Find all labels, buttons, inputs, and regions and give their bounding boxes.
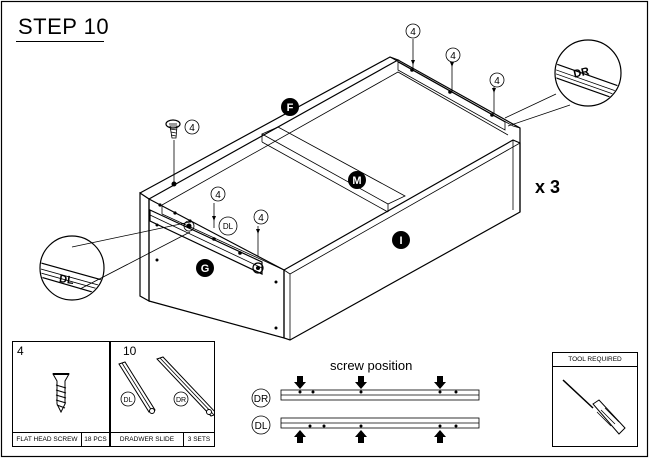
svg-text:DR: DR xyxy=(254,394,268,405)
parts-count: 3 SETS xyxy=(187,436,211,443)
flat-head-screw-icon xyxy=(165,119,181,187)
callout-text: 4 xyxy=(215,190,221,201)
quantity-callout-4: 4 xyxy=(489,72,505,88)
quantity-callout-4: 4 xyxy=(253,209,269,225)
dl-rail: DL xyxy=(251,415,480,443)
quantity-callout-4: 4 xyxy=(405,23,421,39)
step-title-underline xyxy=(16,41,104,42)
svg-text:G: G xyxy=(201,263,210,275)
slide-dl xyxy=(149,209,264,275)
screwdriver-icon xyxy=(562,379,626,435)
tool-title: TOOL REQUIRED xyxy=(553,353,637,367)
drawer-box xyxy=(139,56,521,341)
screw-position-diagram: DR DL xyxy=(251,376,480,443)
multiplier-label: x 3 xyxy=(535,177,561,197)
svg-text:DL: DL xyxy=(255,421,268,432)
callout-text: 4 xyxy=(450,51,456,62)
svg-text:M: M xyxy=(352,175,361,187)
callout-text: 4 xyxy=(410,27,416,38)
callout-text: 4 xyxy=(258,213,264,224)
part-marker-m: M xyxy=(348,171,366,189)
magnifier-dr: DR xyxy=(504,39,622,127)
svg-text:DL: DL xyxy=(223,222,234,231)
quantity-callout-4: 4 xyxy=(184,119,200,135)
screw-marker-icon xyxy=(212,39,496,256)
parts-caption: DRADWER SLIDE 3 SETS xyxy=(111,432,214,446)
slide-tag-dr: DR xyxy=(176,397,186,404)
step-title: STEP 10 xyxy=(18,14,110,39)
part-marker-g: G xyxy=(196,259,214,277)
parts-qty: 10 xyxy=(123,344,137,358)
svg-text:I: I xyxy=(399,235,402,247)
parts-caption: FLAT HEAD SCREW 18 PCS xyxy=(13,432,109,446)
part-marker-f: F xyxy=(281,98,299,116)
parts-box-screw: 4 FLAT HEAD SCREW 18 PCS xyxy=(12,341,110,447)
parts-box-slide: 10 DL DR DRADWER SLIDE 3 SETS xyxy=(110,341,215,447)
quantity-callout-4: 4 xyxy=(210,186,226,202)
screw-callouts: 4 4 4 4 4 4 xyxy=(165,23,505,256)
slide-dr xyxy=(397,61,506,131)
svg-text:DL: DL xyxy=(58,273,74,287)
parts-name: DRADWER SLIDE xyxy=(111,433,184,446)
magnifier-dl: DL xyxy=(39,221,191,301)
parts-qty: 4 xyxy=(17,344,24,358)
flat-head-screw-icon xyxy=(52,373,70,414)
parts-count: 18 PCS xyxy=(84,436,107,443)
svg-text:F: F xyxy=(287,102,294,114)
svg-text:DR: DR xyxy=(572,66,590,81)
slide-tag-dl: DL xyxy=(124,397,133,404)
quantity-callout-4: 4 xyxy=(445,47,461,63)
screw-position-title: screw position xyxy=(330,358,413,373)
drawer-slide-icon: DL DR xyxy=(118,356,214,417)
parts-name: FLAT HEAD SCREW xyxy=(13,433,82,446)
dr-rail: DR xyxy=(251,376,480,408)
slide-label-dl-callout: DL xyxy=(218,216,238,236)
tool-required-box: TOOL REQUIRED xyxy=(552,352,638,447)
callout-text: 4 xyxy=(189,123,195,134)
part-marker-i: I xyxy=(392,231,410,249)
callout-text: 4 xyxy=(494,76,500,87)
